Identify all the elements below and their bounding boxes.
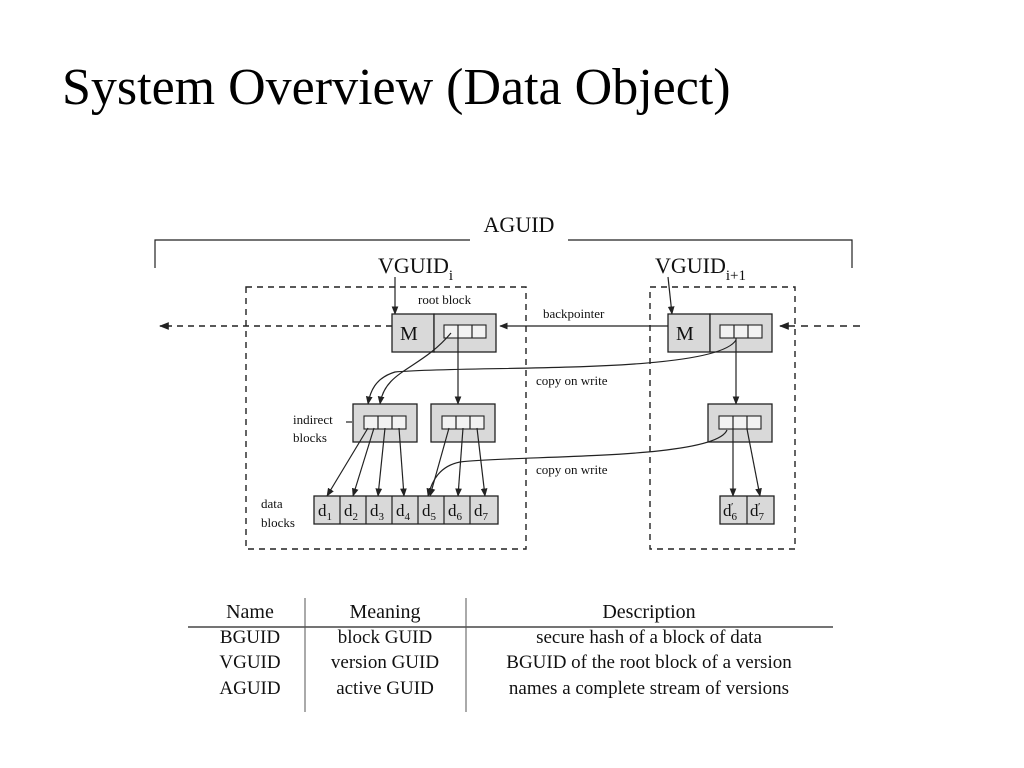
data-block-d7-new: d7′ bbox=[750, 501, 765, 523]
indirect-block-2 bbox=[430, 403, 496, 443]
data-block-d4-sub: 4 bbox=[405, 511, 411, 523]
data-block-d7-new-sub: 7 bbox=[759, 511, 765, 523]
vguid-i1-sub: i+1 bbox=[726, 268, 746, 284]
vguid-i1-label: VGUIDi+1 bbox=[655, 253, 746, 284]
data-label-1: data bbox=[261, 496, 283, 511]
data-block-d7: d7 bbox=[474, 501, 489, 523]
table-header-meaning: Meaning bbox=[349, 601, 420, 623]
copy-on-write-arrow-2 bbox=[426, 429, 728, 497]
root-i-pointers bbox=[443, 324, 487, 339]
data-block-d3: d3 bbox=[370, 501, 385, 523]
ind1-to-d2 bbox=[352, 427, 375, 497]
copy-on-write-label-2: copy on write bbox=[536, 462, 608, 477]
ind1-to-d4 bbox=[398, 427, 407, 497]
data-block-d5: d5 bbox=[422, 501, 437, 523]
root-block-i: M bbox=[391, 313, 497, 353]
data-block-d2: d2 bbox=[344, 501, 358, 523]
m-label-left: M bbox=[400, 323, 418, 345]
data-block-d6-sub: 6 bbox=[457, 511, 463, 523]
data-block-d7-sub: 7 bbox=[483, 511, 489, 523]
data-block-d6-new-prime: ′ bbox=[731, 501, 733, 513]
data-block-d1-sub: 1 bbox=[327, 511, 333, 523]
ind3-to-d7new bbox=[746, 428, 762, 497]
data-block-d2-sub: 2 bbox=[353, 511, 359, 523]
data-block-d1: d1 bbox=[318, 501, 332, 523]
vguid-i1-arrow bbox=[667, 276, 675, 315]
root-block-label: root block bbox=[418, 292, 472, 307]
version-i-region bbox=[245, 286, 527, 550]
ind2-to-d5 bbox=[428, 427, 450, 497]
vguid-i-base: VGUID bbox=[378, 253, 449, 278]
table-header-description: Description bbox=[602, 601, 695, 623]
data-block-d4: d4 bbox=[396, 501, 411, 523]
table-row-1-name: BGUID bbox=[220, 627, 280, 648]
table-row-3-meaning: active GUID bbox=[336, 678, 434, 699]
data-blocks-original: d1 d2 d3 d4 d5 d6 d7 bbox=[313, 495, 499, 525]
ind1-to-d3 bbox=[375, 427, 386, 497]
data-block-d5-sub: 5 bbox=[431, 511, 437, 523]
copy-on-write-arrow-1 bbox=[365, 339, 737, 405]
indirect-block-3 bbox=[707, 403, 773, 443]
copy-on-write-label-1: copy on write bbox=[536, 373, 608, 388]
vguid-i1-base: VGUID bbox=[655, 253, 726, 278]
data-blocks-new: d6′ d7′ bbox=[719, 495, 775, 525]
guid-table: Name Meaning Description BGUID block GUI… bbox=[188, 598, 833, 712]
root-block-i1: M bbox=[667, 313, 773, 353]
svg-text:VGUIDi: VGUIDi bbox=[378, 253, 453, 284]
table-row-3-description: names a complete stream of versions bbox=[509, 678, 789, 699]
ind2-to-d7 bbox=[476, 427, 488, 497]
table-row-2-meaning: version GUID bbox=[331, 652, 439, 673]
data-block-d6-new: d6′ bbox=[723, 501, 738, 523]
ind1-to-d1 bbox=[326, 427, 369, 497]
m-label-right: M bbox=[676, 323, 694, 345]
table-row-1-meaning: block GUID bbox=[338, 627, 432, 648]
data-block-d6-new-sub: 6 bbox=[732, 511, 738, 523]
indirect-label-1: indirect bbox=[293, 412, 333, 427]
table-header-name: Name bbox=[226, 601, 274, 623]
svg-text:VGUIDi+1: VGUIDi+1 bbox=[655, 253, 746, 284]
aguid-bracket: AGUID bbox=[154, 212, 853, 268]
root-i-to-indirect-left bbox=[377, 332, 452, 405]
root-i1-pointers bbox=[719, 324, 763, 339]
data-block-d6: d6 bbox=[448, 501, 463, 523]
version-i1-region bbox=[649, 286, 796, 550]
slide-title: System Overview (Data Object) bbox=[62, 59, 731, 116]
vguid-i-label: VGUIDi bbox=[378, 253, 453, 284]
data-block-d3-sub: 3 bbox=[379, 511, 385, 523]
table-row-3-name: AGUID bbox=[219, 678, 280, 699]
table-row-2-description: BGUID of the root block of a version bbox=[506, 652, 792, 673]
aguid-label: AGUID bbox=[484, 212, 555, 237]
data-block-d7-new-prime: ′ bbox=[758, 501, 760, 513]
data-label-2: blocks bbox=[261, 515, 295, 530]
indirect-label-2: blocks bbox=[293, 430, 327, 445]
table-row-2-name: VGUID bbox=[219, 652, 280, 673]
backpointer-label: backpointer bbox=[543, 306, 605, 321]
vguid-i-sub: i bbox=[449, 268, 453, 284]
table-row-1-description: secure hash of a block of data bbox=[536, 627, 762, 648]
